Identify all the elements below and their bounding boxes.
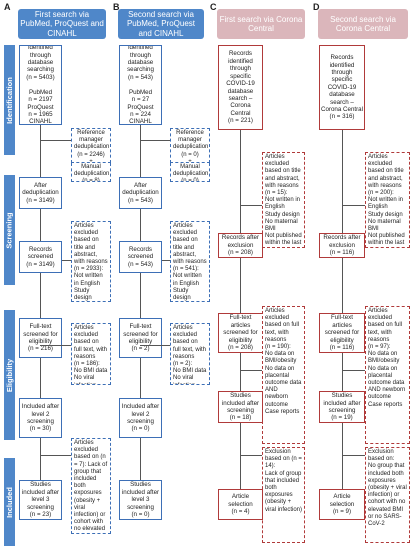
d-excluded-screen-box: Articles excluded based on title and abs… [365, 152, 410, 248]
stage-included: Included [4, 458, 15, 546]
a-excluded-full-box: Articles excluded based on full text, wi… [71, 323, 111, 385]
b-identification-box: Records identified through database sear… [119, 45, 162, 125]
b-fulltext-box: Full-text screened for eligibility (n = … [119, 318, 162, 358]
d-identification-box: Records identified through specific COVI… [319, 45, 365, 130]
a-connector-full [40, 345, 71, 346]
c-studies-included-box: Studies included after screening (n = 18… [218, 391, 263, 423]
c-excluded-full-box: Articles excluded based on full text, wi… [262, 306, 305, 444]
a-connector-l3 [40, 455, 71, 456]
header-second-search-corona: Second search via Corona Central [318, 9, 408, 39]
stage-eligibility: Eligibility [4, 310, 15, 440]
b-connector-full [140, 345, 170, 346]
column-letter-b: B [113, 2, 120, 12]
c-identification-box: Records identified through specific COVI… [218, 45, 263, 130]
a-manual-dedup-box: Manual deduplication (n = 8) [71, 163, 111, 182]
column-letter-c: C [210, 2, 217, 12]
c-connector-full [240, 370, 262, 371]
d-studies-included-box: Studies included after screening (n = 19… [319, 391, 365, 423]
d-excluded-l3-box: Exclusion based on: No group that includ… [365, 447, 410, 543]
d-connector-screen [342, 205, 365, 206]
d-fulltext-box: Full-text articles screened for eligibil… [319, 313, 365, 353]
c-fulltext-box: Full-text articles screened for eligibil… [218, 313, 263, 353]
stage-screening: Screening [4, 175, 15, 285]
header-first-search-corona: First search via Corona Central [217, 9, 305, 39]
a-excluded-l3-box: Articles excluded based on (n = 7): Lack… [71, 438, 111, 534]
d-excluded-full-box: Articles excluded based on full text, wi… [365, 306, 410, 444]
a-connector-dedup [40, 140, 71, 141]
d-records-after-box: Records after exclusion (n = 116) [319, 233, 365, 258]
c-connector-screen [240, 205, 262, 206]
stage-identification: Identification [4, 45, 15, 155]
b-excluded-screen-box: Articles excluded based on title and abs… [170, 221, 210, 302]
d-connector-full [342, 370, 365, 371]
c-connector-l3 [240, 455, 262, 456]
c-excluded-screen-box: Articles excluded based on title and abs… [262, 152, 305, 248]
a-after-dedup-box: After deduplication (n = 3149) [19, 177, 62, 209]
column-letter-d: D [313, 2, 320, 12]
c-records-after-box: Records after exclusion (n = 208) [218, 233, 263, 258]
d-article-selection-box: Article selection (n = 9) [319, 489, 365, 520]
b-reference-dedup-box: Reference manager deduplication (n = 0) … [170, 128, 210, 163]
a-reference-dedup-box: Reference manager deduplication (n = 224… [71, 128, 111, 163]
b-level2-box: Included after level 2 screening (n = 0) [119, 398, 162, 438]
a-excluded-screen-box: Articles excluded based on title and abs… [71, 221, 111, 302]
b-excluded-full-box: Articles excluded based on full text, wi… [170, 323, 210, 385]
header-second-search-pubmed: Second search via PubMed, ProQuest and C… [118, 9, 204, 39]
b-manual-dedup-box: Manual deduplication (n = 0) [170, 163, 210, 182]
a-level2-box: Included after level 2 screening (n = 30… [19, 398, 62, 438]
a-included-box: Studies included after level 3 screening… [19, 480, 62, 520]
c-article-selection-box: Article selection (n = 4) [218, 489, 263, 520]
b-connector-dedup [140, 140, 170, 141]
c-excluded-l3-box: Exclusion based on (n = 14): Lack of gro… [262, 447, 305, 543]
b-records-screened-box: Records screened (n = 543) [119, 241, 162, 273]
b-after-dedup-box: After deduplication (n = 543) [119, 177, 162, 209]
a-records-screened-box: Records screened (n = 3149) [19, 241, 62, 273]
header-first-search-pubmed: First search via PubMed, ProQuest and CI… [18, 9, 106, 39]
a-fulltext-box: Full-text screened for eligibility (n = … [19, 318, 62, 358]
b-included-box: Studies included after level 3 screening… [119, 480, 162, 520]
a-identification-box: Records identified through database sear… [19, 45, 62, 125]
column-letter-a: A [4, 2, 11, 12]
d-connector-l3 [342, 455, 365, 456]
